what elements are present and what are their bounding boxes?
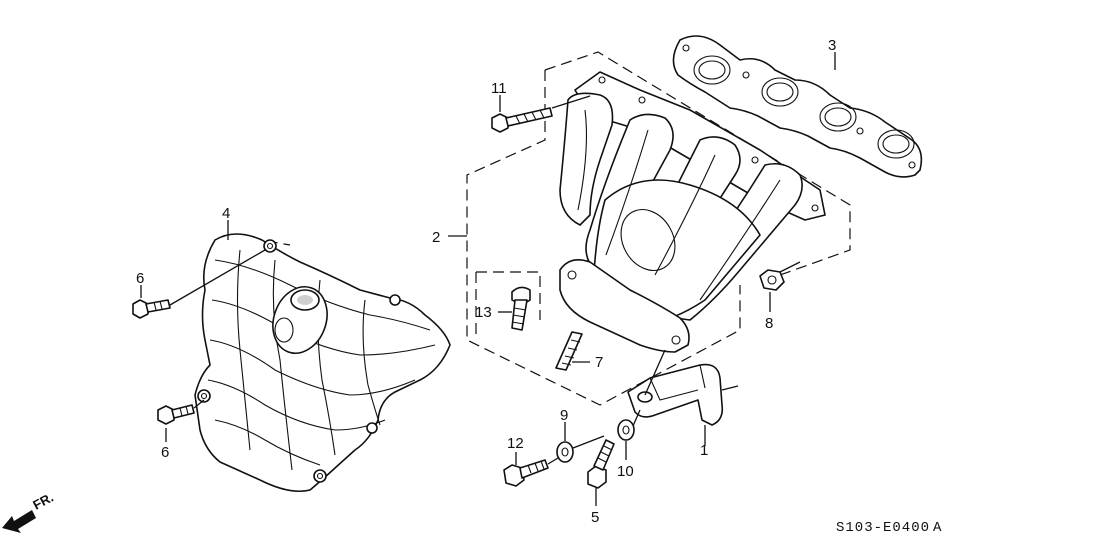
callout-13: 13 <box>475 304 492 321</box>
callout-2: 2 <box>432 229 440 246</box>
exhaust-manifold-gasket[interactable] <box>672 35 923 178</box>
diagram-revision: A <box>933 520 942 536</box>
callout-11: 11 <box>491 80 507 97</box>
callout-10: 10 <box>617 463 634 480</box>
stud-bolt-7[interactable] <box>555 331 583 371</box>
front-direction-arrow: FR. <box>2 490 56 533</box>
front-arrow-label: FR. <box>30 490 56 513</box>
exhaust-manifold[interactable] <box>559 71 826 353</box>
callout-numbers: 1 2 3 4 5 6 6 7 8 9 10 11 12 13 <box>136 37 836 526</box>
washer-9[interactable] <box>556 441 574 463</box>
callout-4: 4 <box>222 205 230 222</box>
callout-6-lower: 6 <box>161 444 169 461</box>
flange-bolt-11[interactable] <box>491 107 553 133</box>
heat-shield-bolt-6-lower[interactable] <box>157 404 195 425</box>
self-locking-nut-8[interactable] <box>759 269 785 291</box>
exhaust-manifold-bracket[interactable] <box>627 363 724 426</box>
callout-8: 8 <box>765 315 773 332</box>
exhaust-manifold-heat-shield[interactable] <box>194 233 451 493</box>
bracket-bolt-5[interactable] <box>587 439 615 489</box>
heat-shield-bolt-6-upper[interactable] <box>132 299 171 319</box>
diagram-code: S103-E0400 <box>836 520 930 536</box>
callout-1: 1 <box>700 442 708 459</box>
leader-lines <box>140 52 836 506</box>
callout-3: 3 <box>828 37 836 54</box>
bolt-13[interactable] <box>511 286 531 331</box>
callout-6-upper: 6 <box>136 270 144 287</box>
bracket-bolt-12[interactable] <box>503 459 549 487</box>
callout-12: 12 <box>507 435 524 452</box>
callout-5: 5 <box>591 509 599 526</box>
callout-9: 9 <box>560 407 568 424</box>
washer-10[interactable] <box>617 419 635 441</box>
callout-7: 7 <box>595 354 603 371</box>
